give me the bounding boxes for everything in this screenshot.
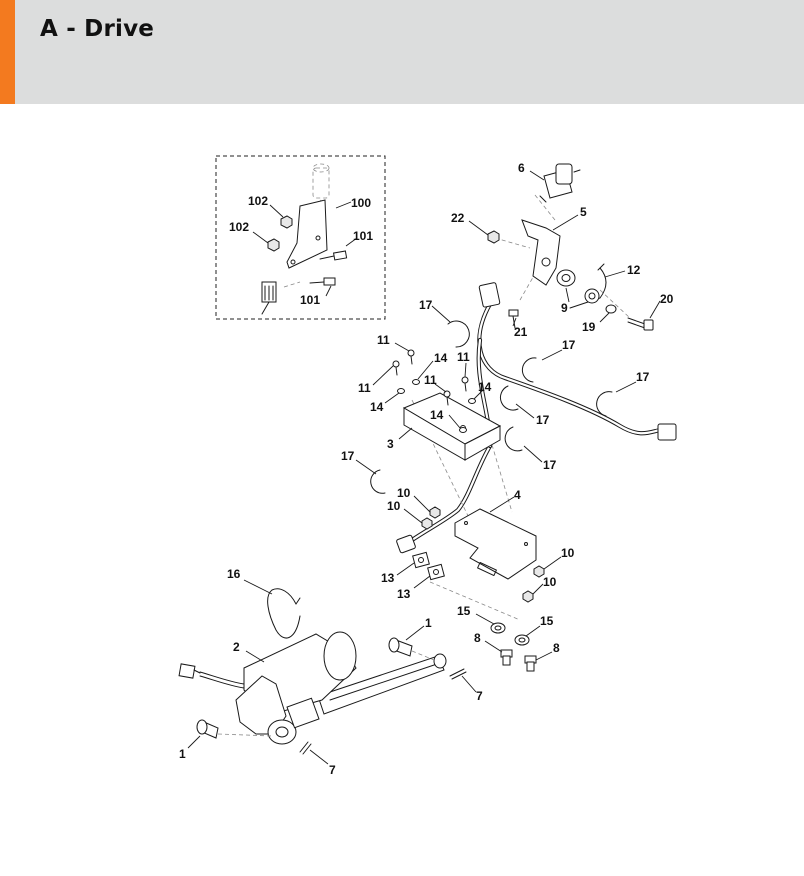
callout-21: 21 bbox=[514, 325, 528, 339]
page-title: A - Drive bbox=[40, 16, 155, 42]
retaining-ring-16 bbox=[267, 588, 301, 639]
callout-10c: 10 bbox=[561, 546, 575, 560]
callout-11c: 11 bbox=[358, 381, 371, 395]
callout-3: 3 bbox=[387, 437, 394, 451]
callout-10d: 10 bbox=[543, 575, 557, 589]
callout-14d: 14 bbox=[430, 408, 444, 422]
callout-8b: 8 bbox=[553, 641, 560, 655]
callout-17e: 17 bbox=[543, 458, 557, 472]
callout-17f: 17 bbox=[341, 449, 355, 463]
linear-actuator-2 bbox=[178, 631, 447, 745]
callout-22: 22 bbox=[451, 211, 465, 225]
screw-21 bbox=[508, 309, 519, 329]
nuts-10 bbox=[421, 506, 545, 603]
bolt-101a bbox=[319, 250, 348, 261]
bolt-101b bbox=[309, 277, 336, 286]
bolt-20 bbox=[627, 317, 654, 331]
callout-2: 2 bbox=[233, 640, 240, 654]
callout-17b: 17 bbox=[562, 338, 576, 352]
callout-17d: 17 bbox=[536, 413, 550, 427]
washer-19 bbox=[605, 304, 617, 314]
bushing-9 bbox=[556, 269, 576, 287]
callout-13a: 13 bbox=[381, 571, 395, 585]
bracket-100 bbox=[286, 199, 328, 269]
callout-15a: 15 bbox=[457, 604, 471, 618]
callout-17a: 17 bbox=[419, 298, 433, 312]
callout-11b: 11 bbox=[457, 350, 470, 364]
bracket-5 bbox=[521, 219, 561, 286]
harness-plug-top bbox=[478, 282, 501, 308]
screws-11 bbox=[392, 349, 469, 406]
callout-6: 6 bbox=[518, 161, 525, 175]
callout-11d: 11 bbox=[424, 373, 437, 387]
callout-15b: 15 bbox=[540, 614, 554, 628]
harness-plug-right bbox=[657, 423, 677, 441]
callout-19: 19 bbox=[582, 320, 596, 334]
callout-9: 9 bbox=[561, 301, 568, 315]
callout-16: 16 bbox=[227, 567, 241, 581]
callout-10a: 10 bbox=[397, 486, 411, 500]
callout-20: 20 bbox=[660, 292, 674, 306]
cable-ties-17 bbox=[370, 320, 613, 494]
bolts-8 bbox=[500, 649, 537, 672]
nut-102b bbox=[267, 238, 280, 252]
harness-plug-left bbox=[396, 534, 416, 554]
clips-13 bbox=[412, 551, 445, 581]
washers-15 bbox=[490, 622, 530, 646]
callout-14c: 14 bbox=[478, 380, 492, 394]
nut-102a bbox=[280, 215, 293, 229]
alt-bracket-kit bbox=[261, 163, 348, 315]
callout-4: 4 bbox=[514, 488, 521, 502]
callout-7a: 7 bbox=[476, 689, 483, 703]
cotter-pins-7 bbox=[299, 668, 467, 755]
callout-17c: 17 bbox=[636, 370, 650, 384]
callout-5: 5 bbox=[580, 205, 587, 219]
callout-10b: 10 bbox=[387, 499, 401, 513]
callout-101b: 101 bbox=[300, 293, 320, 307]
spring-12 bbox=[569, 263, 607, 309]
clevis-pins-1 bbox=[196, 637, 413, 739]
callout-8a: 8 bbox=[474, 631, 481, 645]
callout-14b: 14 bbox=[370, 400, 384, 414]
callout-11a: 11 bbox=[377, 333, 390, 347]
inset-frame bbox=[215, 155, 386, 320]
callout-1a: 1 bbox=[425, 616, 432, 630]
callout-100: 100 bbox=[351, 196, 371, 210]
page-header: A - Drive bbox=[0, 0, 804, 104]
callout-102a: 102 bbox=[248, 194, 268, 208]
nut-22 bbox=[487, 230, 500, 244]
mounting-plate-4 bbox=[454, 508, 537, 580]
callout-7b: 7 bbox=[329, 763, 336, 777]
callout-102b: 102 bbox=[229, 220, 249, 234]
accent-bar bbox=[0, 0, 15, 104]
callout-101a: 101 bbox=[353, 229, 373, 243]
callout-1b: 1 bbox=[179, 747, 186, 761]
wiring-harness bbox=[396, 282, 677, 554]
washers-14 bbox=[397, 379, 476, 433]
callout-12: 12 bbox=[627, 263, 641, 277]
callout-13b: 13 bbox=[397, 587, 411, 601]
callout-14a: 14 bbox=[434, 351, 448, 365]
limit-switch-6 bbox=[539, 163, 581, 203]
